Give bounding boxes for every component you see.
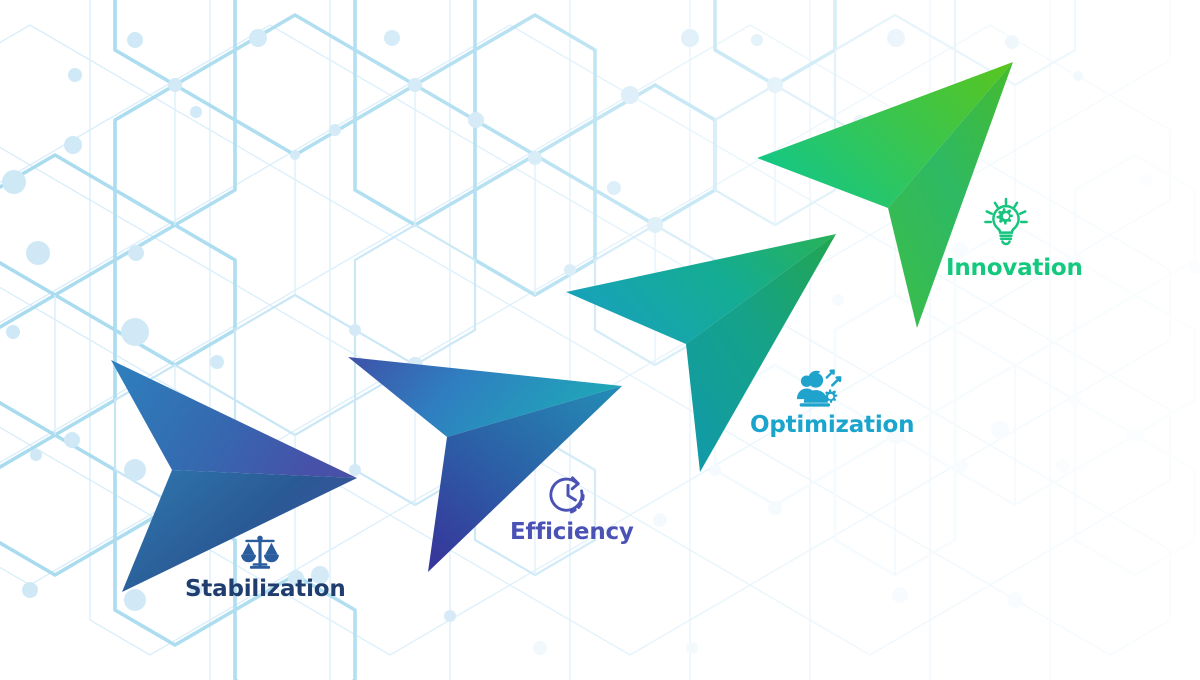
lightbulb-gear-idea-icon xyxy=(982,197,1030,247)
stage-label-stabilization: Stabilization xyxy=(185,576,346,602)
person-gear-growth-icon xyxy=(795,366,843,412)
arrow-stabilization xyxy=(111,360,357,592)
balance-scales-icon xyxy=(238,531,282,575)
stage-label-innovation: Innovation xyxy=(946,255,1083,281)
hex-nodes xyxy=(2,29,1083,622)
stage-label-optimization: Optimization xyxy=(750,412,915,438)
arrow-innovation xyxy=(757,62,1013,328)
arrow-optimization xyxy=(566,234,836,472)
stage-label-efficiency: Efficiency xyxy=(510,519,634,545)
hex-nodes-faint xyxy=(533,174,1200,655)
clock-arrow-icon xyxy=(546,473,590,517)
arrow-efficiency xyxy=(348,357,622,572)
